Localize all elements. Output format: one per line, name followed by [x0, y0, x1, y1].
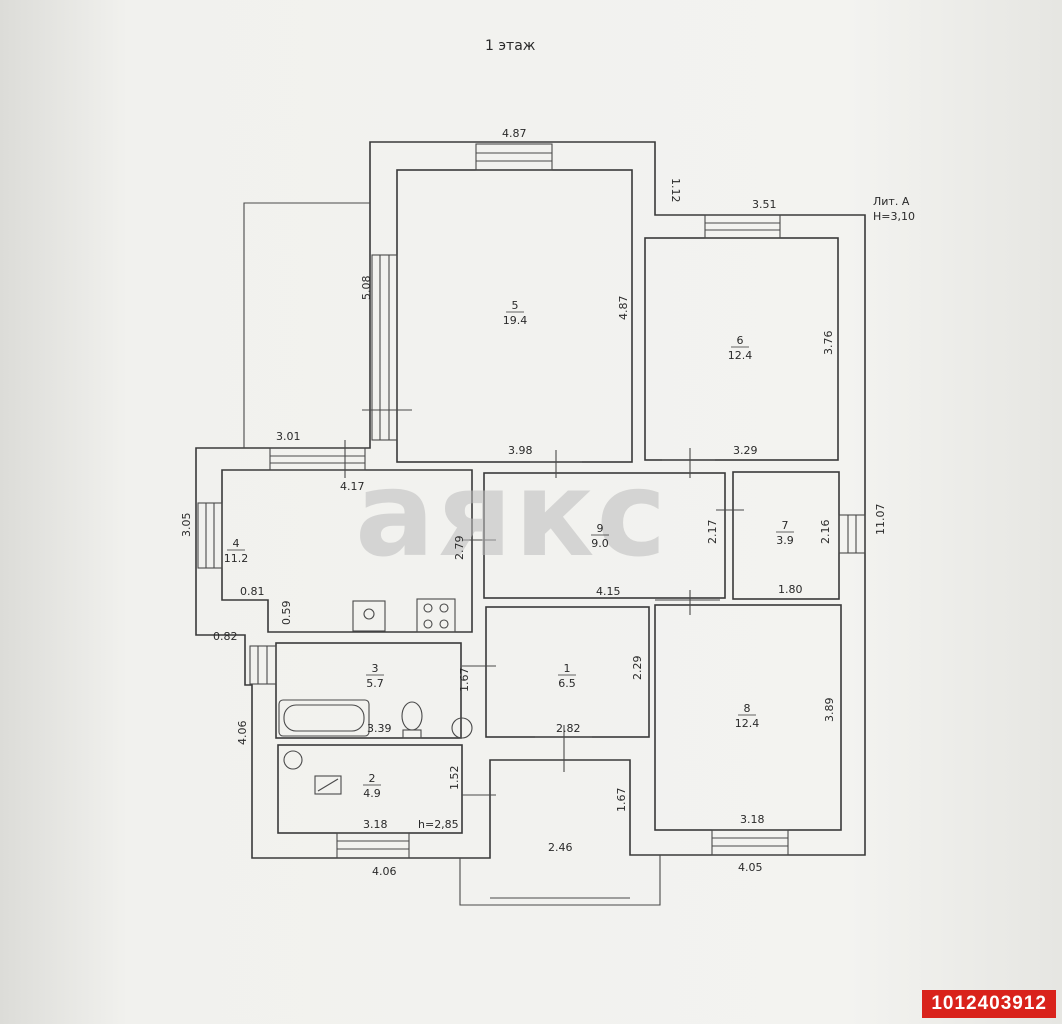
- room-number: 8: [744, 702, 751, 715]
- floor-title: 1 этаж: [485, 38, 536, 54]
- dimension-label: 11.07: [874, 504, 887, 536]
- windows: [197, 143, 866, 859]
- gas-meter: [283, 750, 342, 795]
- outer-wall: [195, 141, 866, 859]
- dimension-label: 1.52: [448, 766, 461, 791]
- room-9-walls: [483, 472, 726, 599]
- dimension-label: 1.80: [778, 583, 803, 596]
- kitchen-sink: [352, 600, 386, 632]
- dimension-label: 4.06: [236, 721, 249, 746]
- dimension-label: 2.46: [548, 841, 573, 854]
- room-area: 19.4: [503, 314, 528, 327]
- dimension-label: 3.39: [367, 722, 392, 735]
- room-number: 4: [233, 537, 240, 550]
- listing-id-badge: 1012403912: [922, 990, 1056, 1018]
- porch-outline: [459, 855, 661, 906]
- kitchen-stove: [416, 598, 456, 633]
- dimension-label: 2.82: [556, 722, 581, 735]
- room-number: 7: [782, 519, 789, 532]
- dimension-label: 3.98: [508, 444, 533, 457]
- terrace-outline: [243, 202, 370, 448]
- room-number: 6: [737, 334, 744, 347]
- dimension-label: 3.18: [363, 818, 388, 831]
- room-area: 5.7: [366, 677, 384, 690]
- room-area: 3.9: [776, 534, 794, 547]
- room-number: 3: [372, 662, 379, 675]
- dimension-label: 3.01: [276, 430, 301, 443]
- dimension-label: 4.87: [617, 296, 630, 321]
- dimension-label: 2.17: [706, 520, 719, 545]
- room-number: 2: [369, 772, 376, 785]
- dimension-label: 2.16: [819, 520, 832, 545]
- room-area: 12.4: [735, 717, 760, 730]
- room-area: 12.4: [728, 349, 753, 362]
- room-area: 4.9: [363, 787, 381, 800]
- dimension-label: 1.12: [669, 178, 682, 203]
- dimension-label: 3.89: [823, 698, 836, 723]
- dimension-label: 1.67: [458, 668, 471, 693]
- dimension-label: 1.67: [615, 788, 628, 813]
- lit-label: Лит. А: [873, 195, 910, 208]
- bathtub: [278, 699, 370, 737]
- dimension-label: 0.59: [280, 601, 293, 626]
- room-number: 1: [564, 662, 571, 675]
- room-area: 11.2: [224, 552, 249, 565]
- toilet: [401, 701, 423, 739]
- room-4-walls: [221, 469, 473, 633]
- dimension-label: 0.81: [240, 585, 265, 598]
- dimension-label: 0.82: [213, 630, 238, 643]
- boiler: [451, 717, 473, 739]
- dimension-label: 4.17: [340, 480, 365, 493]
- room-labels: 5 19.4 6 12.4 4 11.2 9 9.0 7 3.9 3 5.7 1 6.5 8 12.4 2 4.9: [224, 299, 794, 800]
- dimension-label: 3.76: [822, 331, 835, 356]
- room-area: 9.0: [591, 537, 609, 550]
- dimension-label: 3.05: [180, 513, 193, 538]
- dimension-label: 2.79: [453, 536, 466, 561]
- dimension-label: 3.29: [733, 444, 758, 457]
- door-marks: [344, 409, 744, 796]
- height-label: Н=3,10: [873, 210, 915, 223]
- dimension-label: 3.51: [752, 198, 777, 211]
- dimension-label: h=2,85: [418, 818, 459, 831]
- dimension-label: 4.05: [738, 861, 763, 874]
- watermark: аякс: [355, 445, 668, 583]
- dimension-label: 4.87: [502, 127, 527, 140]
- room-3-walls: [275, 642, 462, 739]
- dimension-label: 4.15: [596, 585, 621, 598]
- dimension-label: 3.18: [740, 813, 765, 826]
- dimension-label: 4.06: [372, 865, 397, 878]
- room-number: 9: [597, 522, 604, 535]
- room-area: 6.5: [558, 677, 576, 690]
- room-number: 5: [512, 299, 519, 312]
- dimension-label: 2.29: [631, 656, 644, 681]
- dimension-label: 5.08: [360, 276, 373, 301]
